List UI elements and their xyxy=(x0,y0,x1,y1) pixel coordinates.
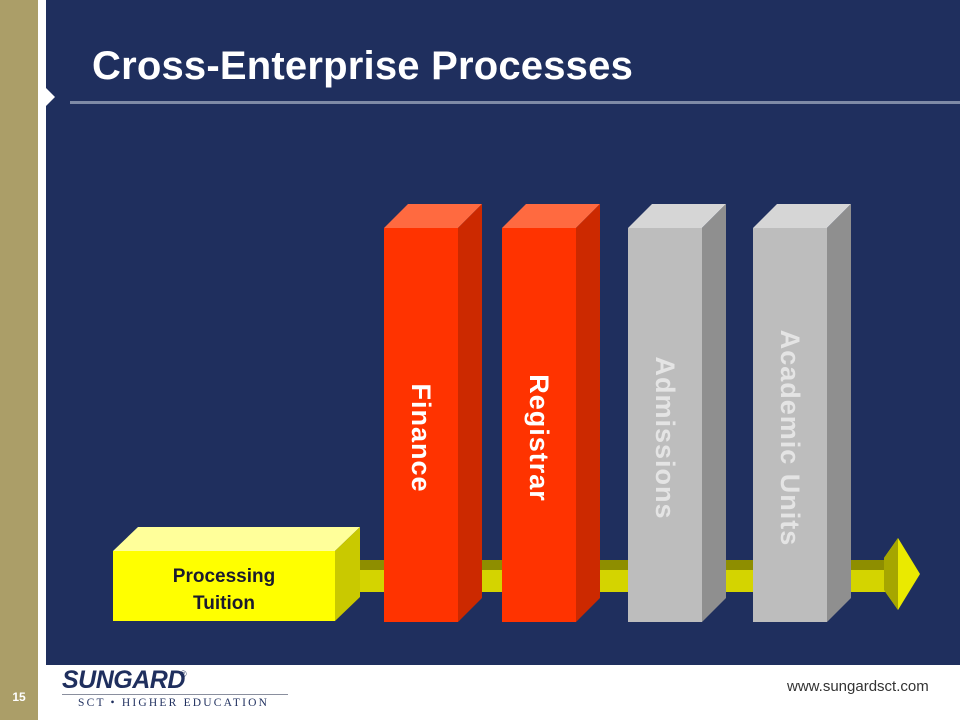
column-front-face xyxy=(502,228,576,622)
process-box-top xyxy=(113,527,360,551)
page-number: 15 xyxy=(12,690,26,704)
column-admissions: Admissions xyxy=(628,204,726,622)
process-box: Processing Tuition xyxy=(113,527,360,621)
logo-divider xyxy=(62,694,288,695)
footer-bar xyxy=(46,665,960,720)
column-side-face xyxy=(827,204,851,622)
process-box-front xyxy=(113,551,335,621)
process-label-line2: Tuition xyxy=(193,593,255,614)
column-side-face xyxy=(576,204,600,622)
website-url: www.sungardsct.com xyxy=(787,678,929,695)
arrow-head-shade xyxy=(884,538,898,610)
column-front-face xyxy=(384,228,458,622)
process-box-side xyxy=(335,527,360,621)
logo-tagline: SCT • HIGHER EDUCATION xyxy=(78,697,270,709)
slide-title: Cross-Enterprise Processes xyxy=(92,44,634,88)
title-bullet-marker xyxy=(46,88,55,106)
registered-mark: ® xyxy=(180,669,187,679)
column-finance: Finance xyxy=(384,204,482,622)
column-label: Academic Units xyxy=(775,330,805,547)
column-registrar: Registrar xyxy=(502,204,600,622)
process-diagram: Processing Tuition Finance Registrar Admis… xyxy=(113,204,920,622)
department-columns: Finance Registrar Admissions Academic Units xyxy=(384,204,851,622)
column-label: Admissions xyxy=(650,356,680,519)
column-top-face xyxy=(628,204,726,228)
sungard-logo: SUNGARD xyxy=(62,666,185,694)
side-band xyxy=(0,0,38,720)
column-side-face xyxy=(702,204,726,622)
column-top-face xyxy=(384,204,482,228)
title-underline xyxy=(70,101,960,104)
column-top-face xyxy=(753,204,851,228)
column-front-face xyxy=(628,228,702,622)
column-top-face xyxy=(502,204,600,228)
process-label-line1: Processing xyxy=(173,566,275,587)
column-front-face xyxy=(753,228,827,622)
side-band-divider xyxy=(38,0,46,720)
column-academic-units: Academic Units xyxy=(753,204,851,622)
column-side-face xyxy=(458,204,482,622)
column-label: Registrar xyxy=(524,374,554,502)
column-label: Finance xyxy=(406,383,436,492)
